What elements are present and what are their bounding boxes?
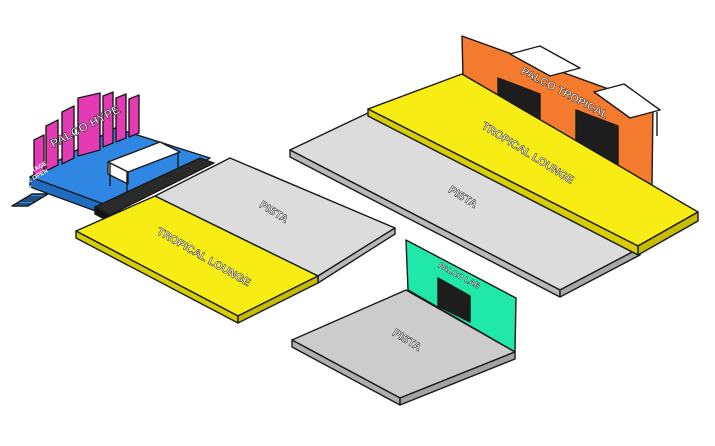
lab-pista[interactable] [291, 289, 516, 406]
lab-door[interactable] [437, 277, 471, 323]
hype-area: PALCO HYPE BACKSTAGE HYPE OPEN BAR PISTA… [11, 91, 396, 324]
tropical-pista[interactable] [289, 111, 641, 298]
tropical-lounge[interactable] [367, 73, 699, 256]
hype-stage-panels [33, 91, 140, 178]
hype-stairs[interactable] [11, 193, 49, 207]
tropical-stage-trusses [509, 45, 661, 136]
hype-bar-booth[interactable] [107, 141, 181, 196]
lab-area: PALCO LAB PISTA [291, 239, 517, 406]
hype-pista[interactable] [154, 157, 396, 284]
hype-lounge[interactable] [75, 195, 319, 324]
hype-barrier [94, 157, 215, 223]
tropical-area: PALCO TROPICAL TROPICAL LOUNGE PISTA [289, 35, 699, 298]
